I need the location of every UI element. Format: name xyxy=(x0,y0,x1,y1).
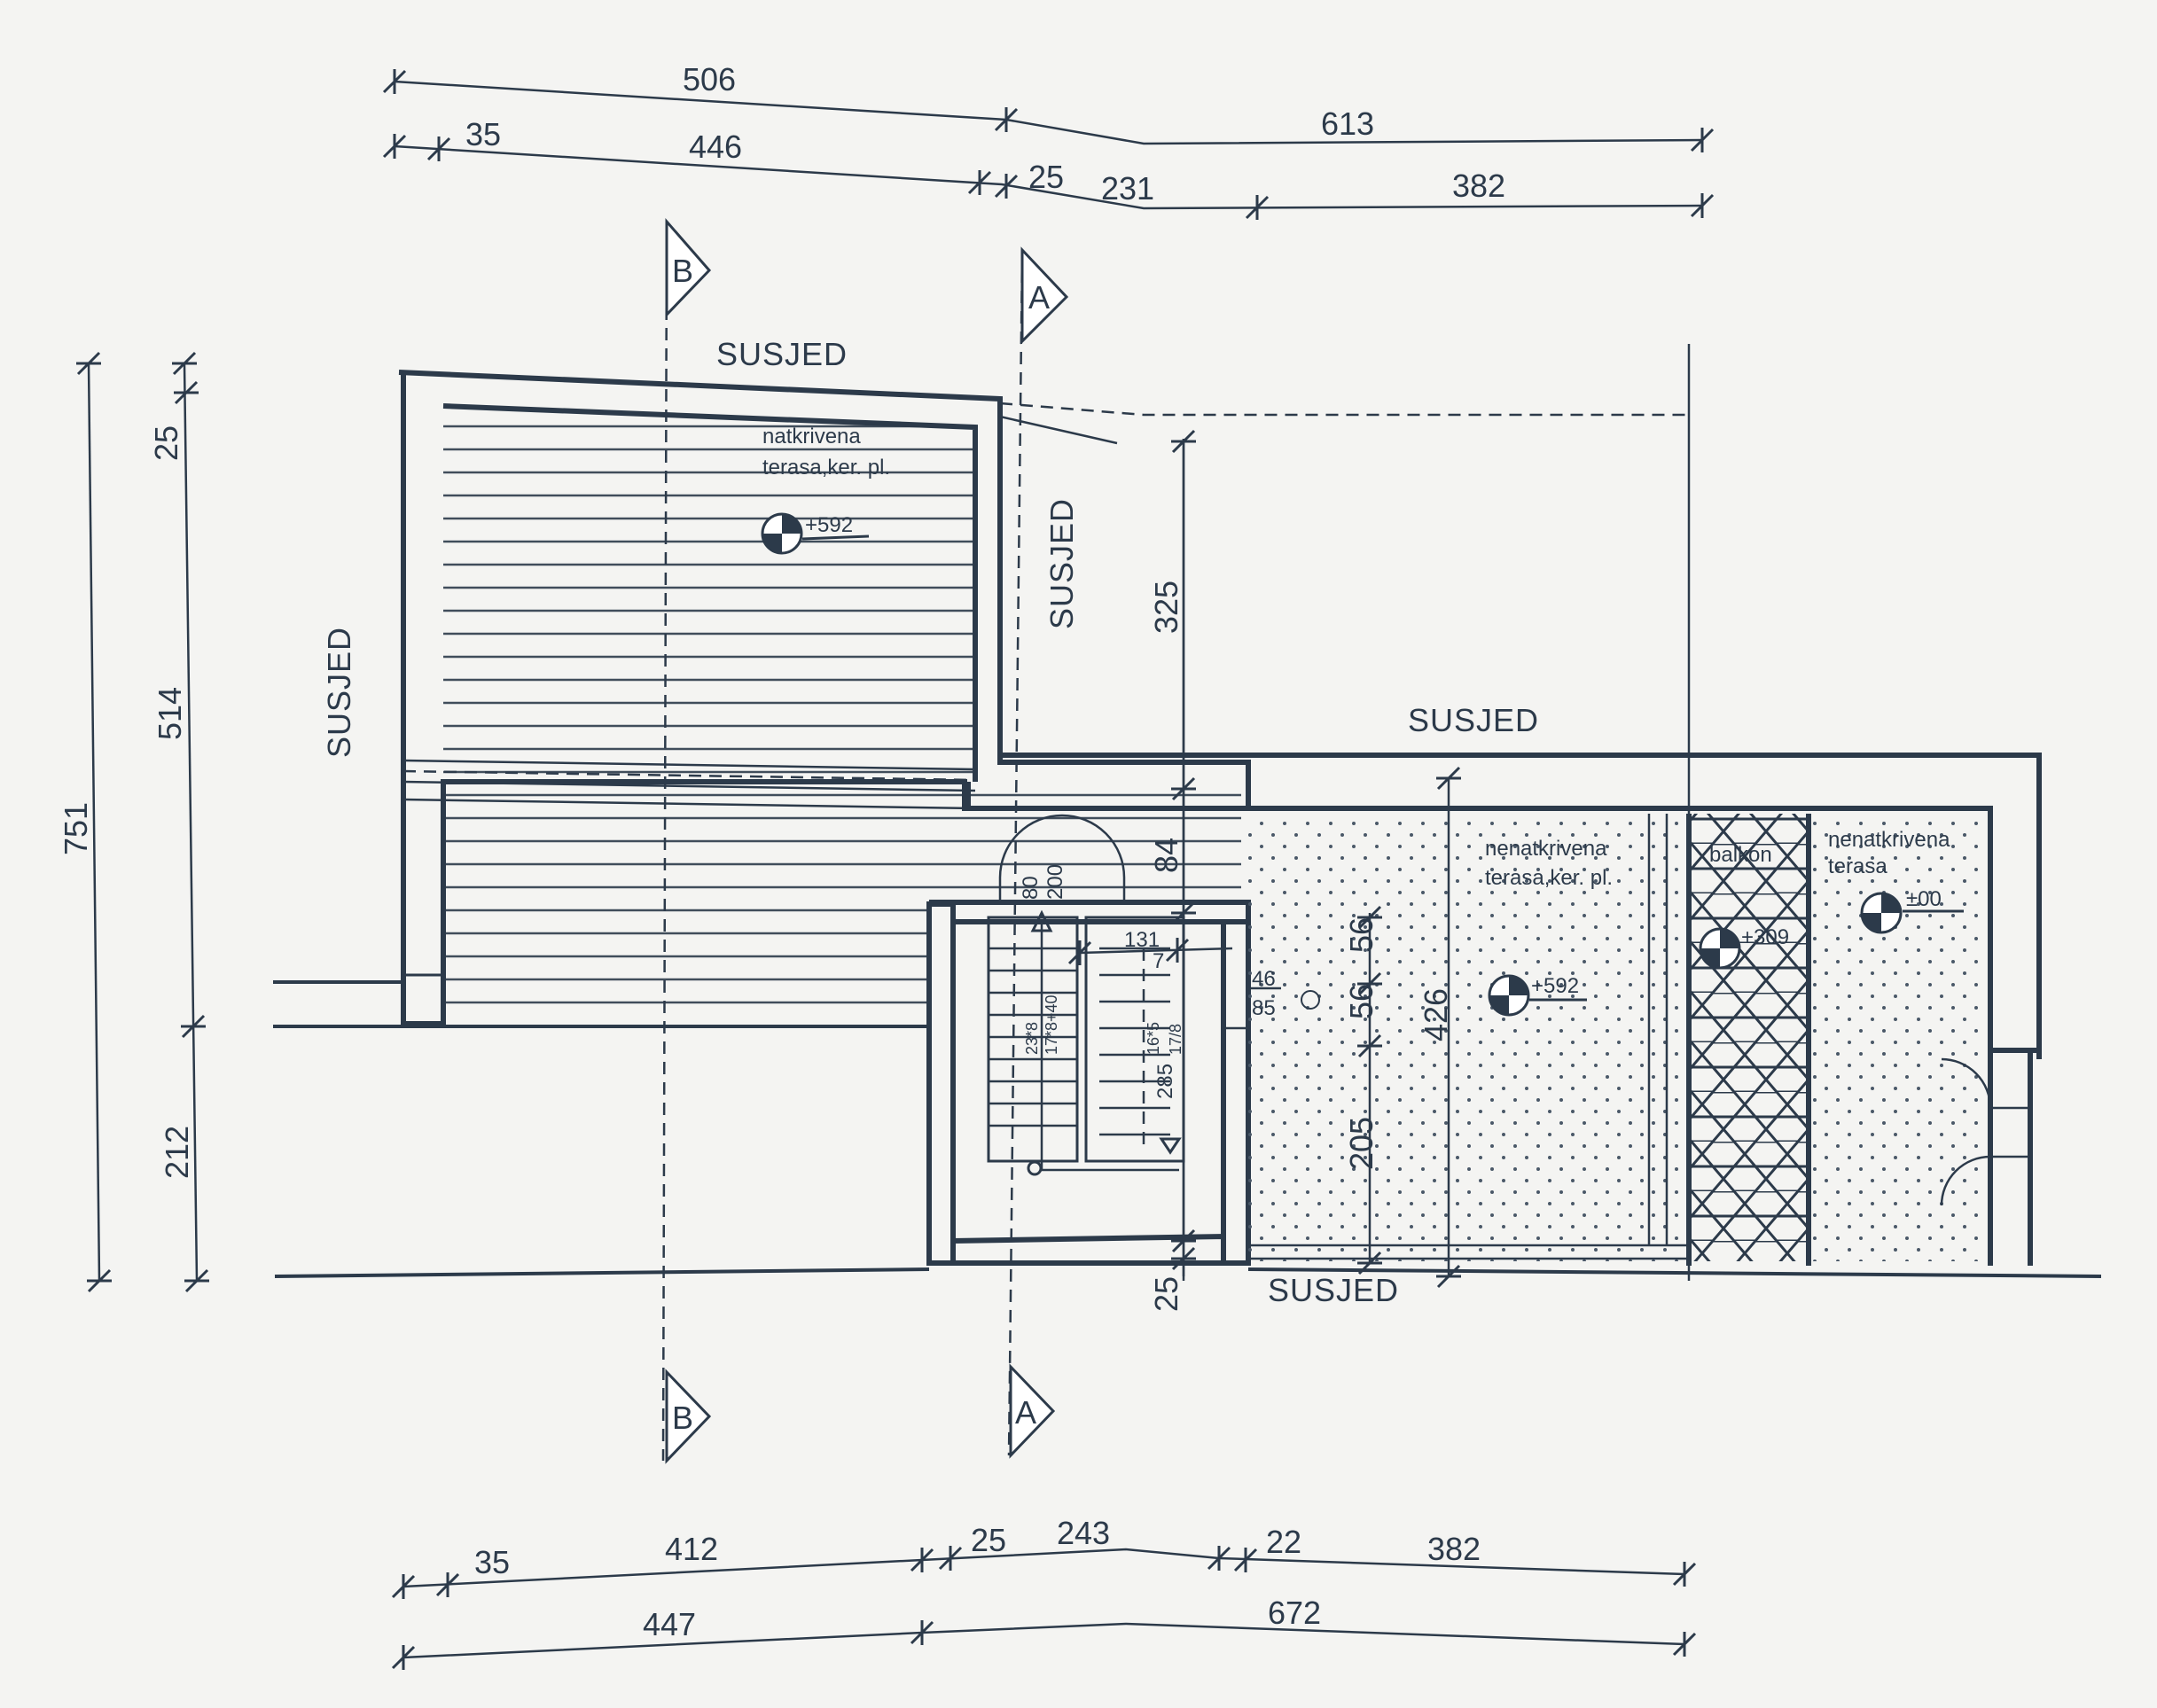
level-uncovered: +592 xyxy=(1531,974,1579,998)
dim-bottom-35: 35 xyxy=(474,1544,510,1580)
dim-left-751: 751 xyxy=(58,802,94,855)
dim-left-212: 212 xyxy=(159,1126,195,1179)
uncovered-terrace-1: 46 85 nenatkrivena terasa,ker. pl. 56 56… xyxy=(1000,753,2042,1289)
inner-dimensions: 325 84 25 xyxy=(1148,439,1198,1312)
section-a-bottom: A xyxy=(1015,1394,1036,1431)
section-line-b: B B xyxy=(661,218,712,1464)
bottom-dimension-detail: 35 412 25 243 22 382 xyxy=(391,1515,1697,1601)
dim-bottom-382: 382 xyxy=(1427,1531,1481,1567)
stair-dim-200: 200 xyxy=(1043,864,1067,900)
level-marker-uncovered: +592 xyxy=(1488,974,1587,1017)
dim-left-514: 514 xyxy=(152,687,188,740)
bottom-dimension-overall: 447 672 xyxy=(391,1595,1697,1672)
dim-56-b: 56 xyxy=(1343,984,1379,1019)
dim-top-613: 613 xyxy=(1321,105,1374,142)
level-covered: +592 xyxy=(805,513,853,537)
stair-note-3: 16*5 xyxy=(1145,1022,1162,1055)
neighbour-label-right: SUSJED xyxy=(1408,702,1539,738)
neighbour-label-bottom: SUSJED xyxy=(1268,1272,1399,1308)
top-dimension-detail: 35 446 25 231 382 xyxy=(382,116,1715,222)
dim-426: 426 xyxy=(1418,988,1454,1041)
dim-top-231: 231 xyxy=(1101,170,1154,207)
section-line-a: A A xyxy=(1007,246,1069,1459)
stair-dim-285: 285 xyxy=(1153,1064,1177,1099)
dim-bottom-22: 22 xyxy=(1266,1524,1301,1560)
covered-terrace-label-2: terasa,ker. pl. xyxy=(762,456,890,480)
level-marker-covered: +592 xyxy=(761,512,870,555)
left-dimension-detail: 25 514 212 xyxy=(148,351,211,1293)
level-terrace2: ±00 xyxy=(1906,887,1942,911)
dim-325: 325 xyxy=(1148,581,1184,634)
dim-top-382: 382 xyxy=(1452,168,1505,204)
uncovered-terrace-1-label-1: nenatkrivena xyxy=(1485,837,1607,861)
dim-205: 205 xyxy=(1343,1117,1379,1170)
dim-bottom-412: 412 xyxy=(665,1531,718,1567)
neighbour-label-mid: SUSJED xyxy=(1043,498,1080,629)
window-dim-46: 46 xyxy=(1252,967,1276,991)
covered-terrace: natkrivena terasa,ker. pl. +592 xyxy=(398,370,1251,1026)
dim-bottom-243: 243 xyxy=(1057,1515,1110,1551)
stair-note-1: 23*8 xyxy=(1023,1022,1041,1055)
dim-top-506: 506 xyxy=(683,61,736,97)
dim-top-25: 25 xyxy=(1028,159,1064,195)
stairwell: 80 200 131 7 285 23*8 17*8+40 16*5 17/8 xyxy=(926,814,1251,1266)
stair-note-2: 17*8+40 xyxy=(1043,994,1060,1055)
dim-bottom-672: 672 xyxy=(1268,1595,1321,1631)
covered-terrace-label-1: natkrivena xyxy=(762,425,861,448)
neighbour-label-left: SUSJED xyxy=(321,627,357,758)
balcony-label: balkon xyxy=(1709,843,1772,867)
dim-bottom-25: 25 xyxy=(971,1522,1006,1558)
section-a-top: A xyxy=(1028,279,1050,316)
uncovered-terrace-1-label-2: terasa,ker. pl. xyxy=(1485,866,1613,890)
section-b-top: B xyxy=(672,253,693,289)
left-dimension-overall: 751 xyxy=(58,351,113,1293)
level-balcony: +309 xyxy=(1741,925,1789,949)
balcony: balkon +309 xyxy=(1686,814,1811,1266)
dim-bottom-447: 447 xyxy=(643,1606,696,1642)
dim-84: 84 xyxy=(1148,838,1184,873)
uncovered-terrace-2-label-1: nenatkrivena xyxy=(1828,828,1950,852)
window-dim-85: 85 xyxy=(1252,996,1276,1020)
uncovered-terrace-2: nenatkrivena terasa ±00 xyxy=(1813,814,2033,1266)
stair-dim-131: 131 xyxy=(1124,928,1160,952)
dim-25-bottom: 25 xyxy=(1148,1276,1184,1312)
dim-top-35: 35 xyxy=(465,116,501,152)
stair-note-4: 17/8 xyxy=(1167,1024,1184,1055)
ground-lines xyxy=(273,980,2102,1278)
level-marker-balcony: +309 xyxy=(1699,925,1789,970)
dim-left-25: 25 xyxy=(148,425,184,461)
level-marker-terrace2: ±00 xyxy=(1860,887,1964,934)
dim-56-a: 56 xyxy=(1343,917,1379,953)
dim-top-446: 446 xyxy=(689,129,742,165)
stair-dim-80: 80 xyxy=(1019,876,1043,900)
section-b-bottom: B xyxy=(672,1400,693,1436)
uncovered-terrace-2-label-2: terasa xyxy=(1828,854,1887,878)
stair-dim-7: 7 xyxy=(1153,949,1164,973)
neighbour-label-top: SUSJED xyxy=(716,336,848,372)
top-dimension-overall: 506 613 xyxy=(382,61,1715,154)
